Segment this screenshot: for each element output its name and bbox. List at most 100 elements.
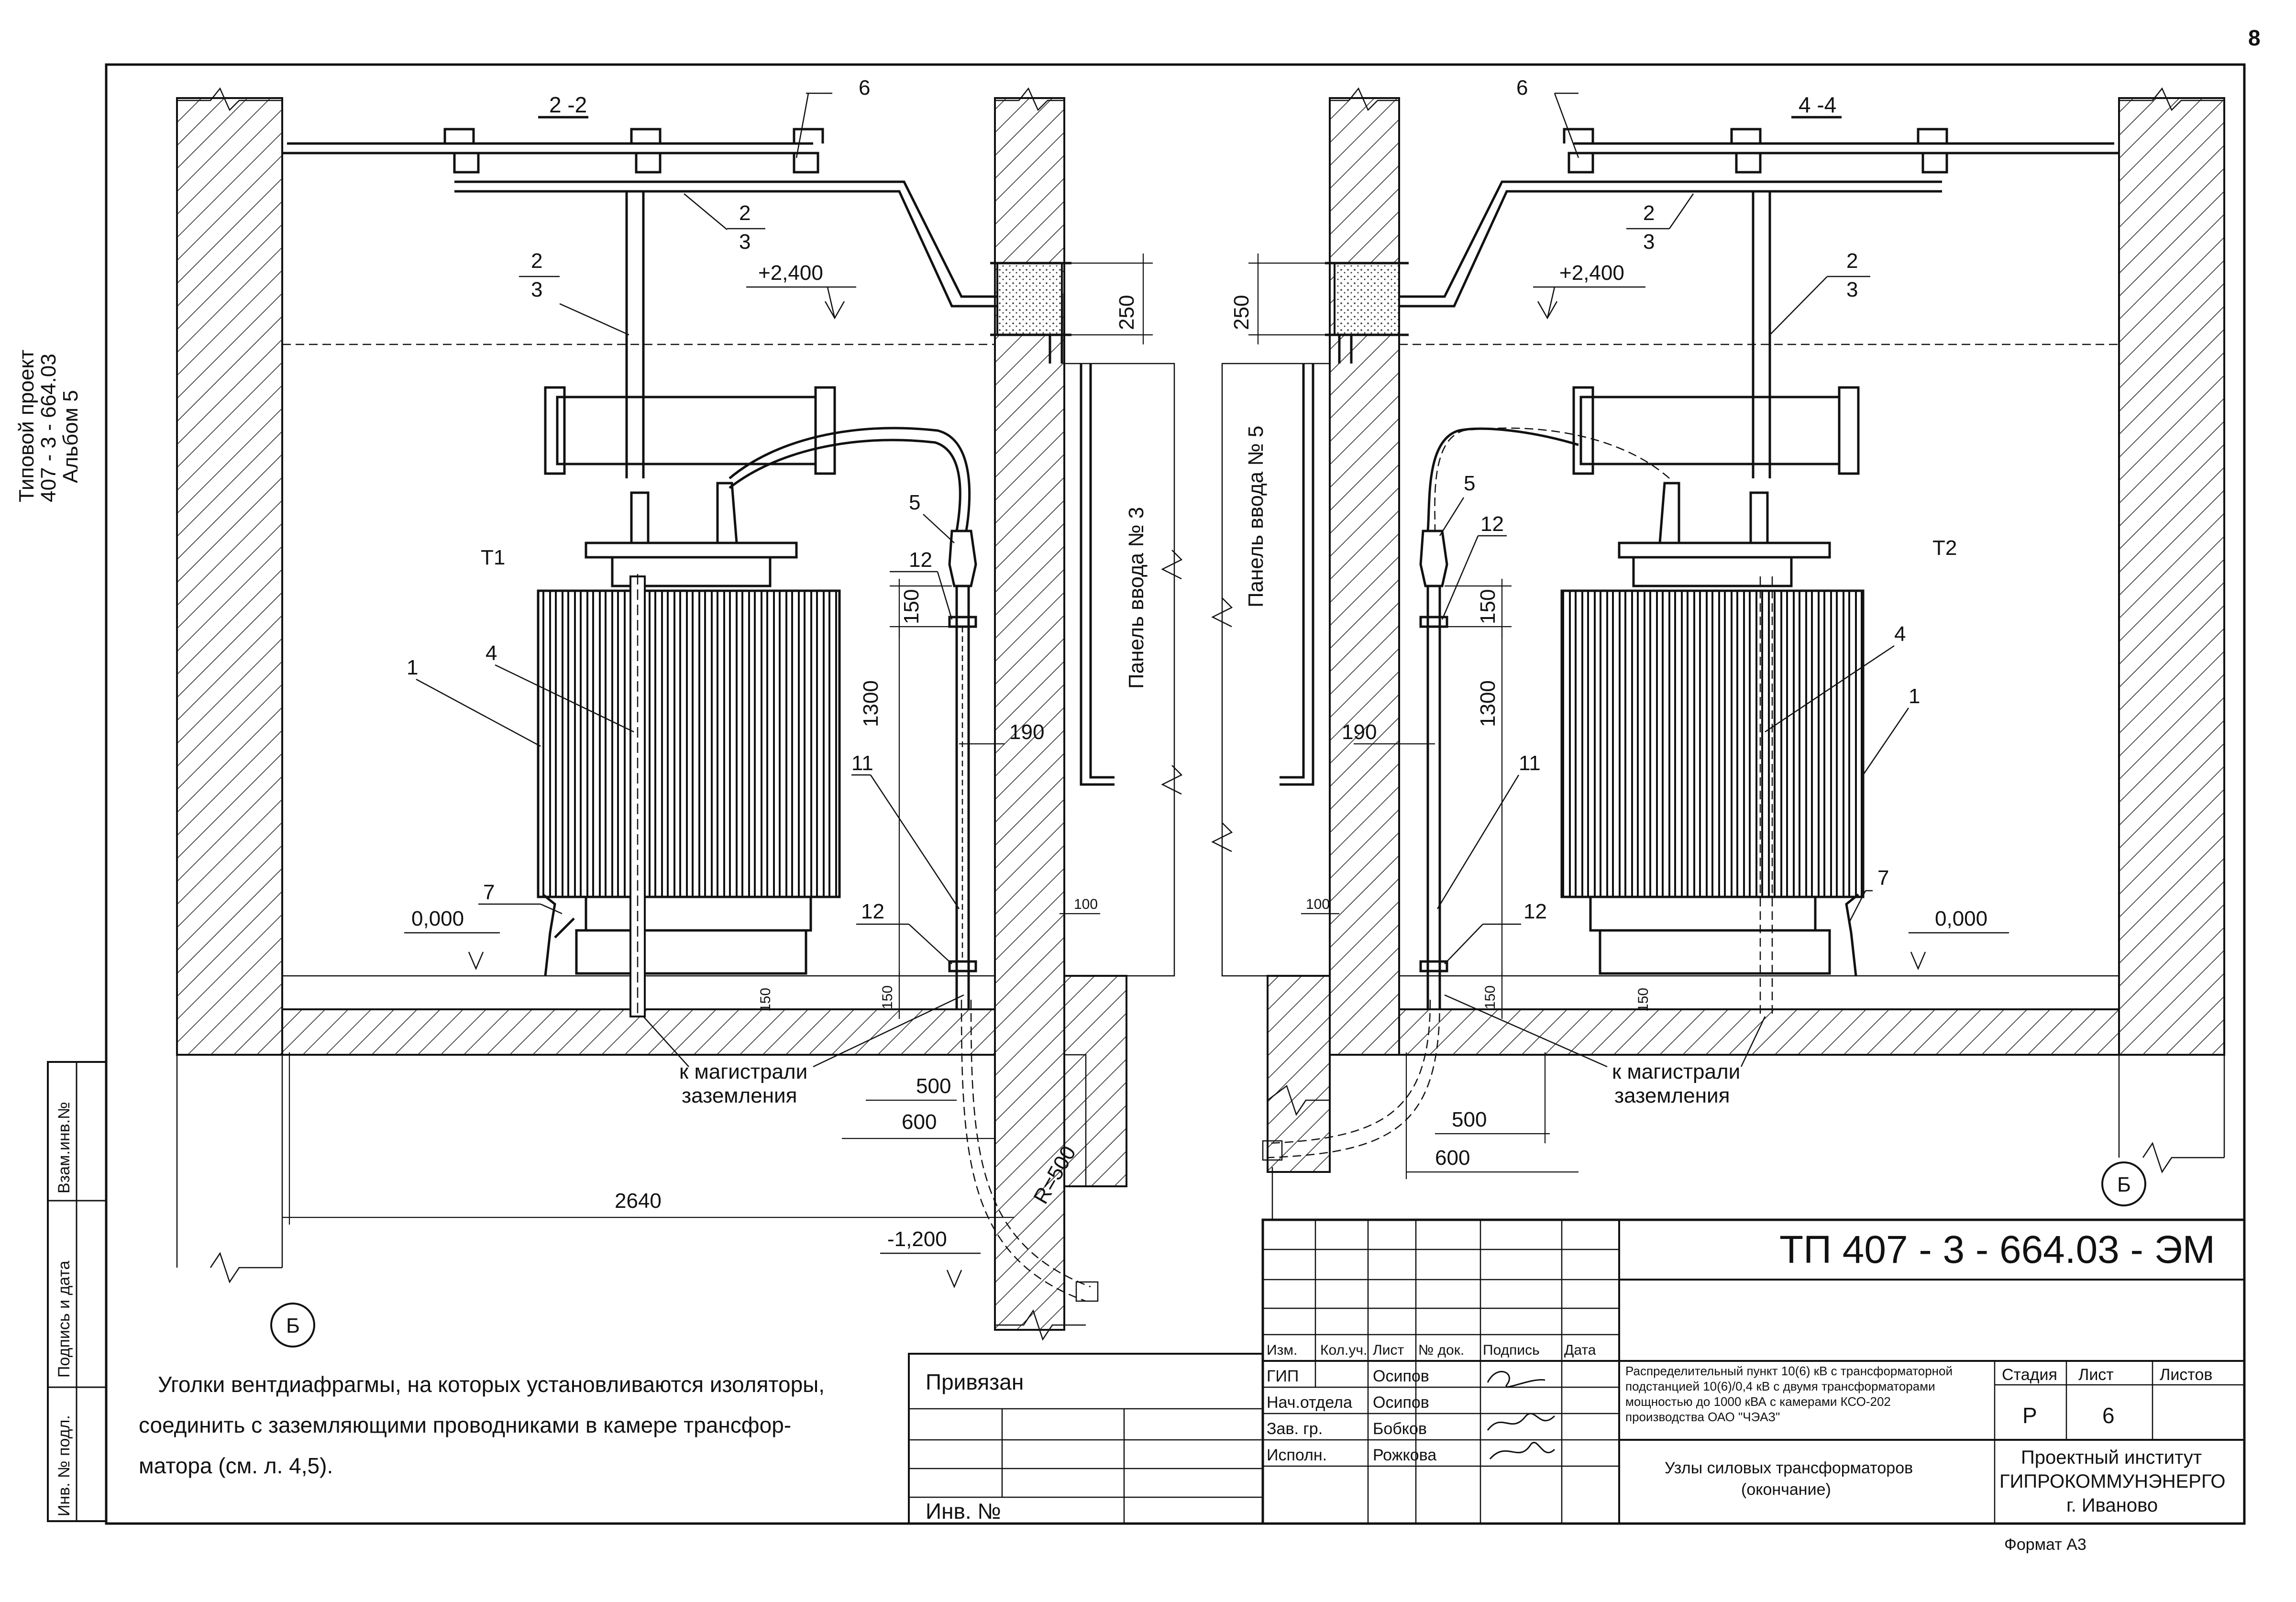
callout-7-left: 7 (483, 881, 495, 904)
level-floor-left: 0,000 (411, 907, 464, 930)
sheet-title-1: Узлы силовых трансформаторов (1665, 1459, 1913, 1477)
desc-line-2: подстанцией 10(6)/0,4 кВ с двумя трансфо… (1625, 1379, 1935, 1393)
callout-12a-right: 12 (1480, 512, 1504, 536)
name-ispoln: Рожкова (1373, 1446, 1436, 1464)
callout-4-right: 4 (1894, 622, 1906, 646)
callout-2b-left: 2 (531, 249, 542, 273)
dim-500-right: 500 (1452, 1108, 1487, 1131)
callout-11-left: 11 (851, 751, 873, 775)
hdr-podpis: Подпись (1483, 1342, 1540, 1358)
sheet-value: 6 (2102, 1403, 2115, 1428)
callout-1-left: 1 (407, 656, 418, 679)
title-block: Привязан Инв. № Изм. Кол.уч. Лист № док.… (908, 1218, 2246, 1525)
org-line-3: г. Иваново (2066, 1495, 2158, 1516)
callout-12a-left: 12 (909, 548, 932, 572)
note-line-2: соединить с заземляющими проводниками в … (139, 1413, 791, 1437)
left-partition-wall (994, 97, 1065, 1331)
section-2-2-label: 2 -2 (549, 92, 587, 117)
strip-podpis: Подпись и дата (55, 1260, 73, 1378)
t2-label: T2 (1932, 536, 1957, 560)
right-wall-penetration (1334, 262, 1400, 336)
section-2-2: Панель ввода № 3 (176, 87, 1183, 1341)
dim-150a-right: 150 (1476, 589, 1500, 624)
org-line-1: Проектный институт (2021, 1447, 2202, 1468)
doc-code: ТП 407 - 3 - 664.03 - ЭМ (1779, 1228, 2215, 1271)
axis-mark-left (270, 1303, 315, 1348)
dim-600-right: 600 (1435, 1146, 1470, 1170)
role-ispoln: Исполн. (1267, 1446, 1327, 1464)
desc-line-3: мощностью до 1000 кВА с камерами КСО-202 (1625, 1394, 1891, 1409)
callout-7-right: 7 (1877, 866, 1889, 890)
callout-12b-right: 12 (1523, 900, 1547, 923)
hdr-izm: Изм. (1267, 1342, 1297, 1358)
sheets-label: Листов (2160, 1366, 2212, 1384)
dim-2640: 2640 (615, 1189, 662, 1213)
dim-100-right: 100 (1306, 896, 1330, 912)
callout-2a-right: 2 (1643, 201, 1655, 225)
strip-inv: Инв. № подл. (55, 1415, 73, 1516)
axis-mark-right-label: Б (2117, 1173, 2131, 1196)
format-label: Формат А3 (2004, 1536, 2086, 1554)
callout-3a-right: 3 (1643, 230, 1655, 254)
callout-2a-left: 2 (739, 201, 751, 225)
strip-vzam: Взам.инв.№ (55, 1102, 73, 1193)
callout-2b-right: 2 (1846, 249, 1858, 273)
right-foundation-block (1267, 975, 1331, 1173)
right-levels: +2,400 0,000 (1533, 261, 2009, 971)
dim-1300-left: 1300 (859, 680, 883, 727)
callout-6-left: 6 (859, 76, 870, 99)
level-bottom-left: -1,200 (887, 1227, 947, 1251)
drawing-frame (105, 63, 2246, 1525)
dim-150c-right: 150 (1635, 988, 1651, 1012)
axis-mark-left-label: Б (286, 1314, 300, 1337)
stage-value: Р (2022, 1403, 2037, 1428)
right-partition-wall (1329, 97, 1400, 1056)
left-vent-grill (282, 128, 824, 155)
panel-3-label: Панель ввода № 3 (1125, 507, 1148, 689)
hdr-kolych: Кол.уч. (1320, 1342, 1367, 1358)
dim-190-right: 190 (1342, 720, 1377, 744)
privyazan-label: Привязан (926, 1370, 1024, 1394)
role-nach: Нач.отдела (1267, 1393, 1352, 1412)
left-wall-penetration (996, 262, 1063, 336)
right-callouts: 6 2 3 2 3 1 4 7 5 12 11 12 (1436, 76, 1920, 964)
section-4-4: Панель ввода № 5 (1211, 87, 2225, 1220)
ground-note-left-2: заземления (682, 1084, 797, 1107)
name-zavgr: Бобков (1373, 1420, 1427, 1438)
callout-12b-left: 12 (861, 900, 884, 923)
right-outer-wall (2118, 97, 2225, 1056)
dim-250-left: 250 (1115, 295, 1138, 330)
name-nach: Осипов (1373, 1393, 1429, 1412)
t2-radiator (1560, 589, 1865, 898)
dim-150c-left: 150 (758, 988, 773, 1012)
section-4-4-label: 4 -4 (1799, 92, 1836, 117)
callout-5-left: 5 (909, 491, 920, 514)
name-gip: Осипов (1373, 1367, 1429, 1385)
level-top-left: +2,400 (758, 261, 823, 285)
dim-190-left: 190 (1009, 720, 1044, 744)
callout-3b-left: 3 (531, 278, 542, 301)
hdr-data: Дата (1564, 1342, 1596, 1358)
left-callouts: 6 2 3 2 3 1 4 7 5 12 11 12 (407, 76, 960, 964)
note-line-1: Уголки вентдиафрагмы, на которых установ… (158, 1372, 825, 1397)
note-line-3: матора (см. л. 4,5). (139, 1453, 333, 1478)
panel-5-label: Панель ввода № 5 (1244, 426, 1268, 608)
dim-1300-right: 1300 (1476, 680, 1500, 727)
page-number: 8 (2248, 25, 2261, 50)
ground-note-left-1: к магистрали (679, 1060, 807, 1083)
dim-150b-right: 150 (1482, 985, 1498, 1009)
sheet-title-2: (окончание) (1741, 1480, 1831, 1499)
right-dimensions: 250 150 1300 190 100 150 150 500 600 (1230, 254, 1651, 1179)
side-stamp-line2: 407 - 3 - 664.03 (37, 354, 60, 502)
callout-3a-left: 3 (739, 230, 751, 254)
hdr-list: Лист (1373, 1342, 1404, 1358)
dim-100-left: 100 (1074, 896, 1098, 912)
org-line-2: ГИПРОКОММУНЭНЕРГО (1999, 1471, 2226, 1492)
transformer-t2 (1560, 386, 1865, 1016)
hdr-ndok: № док. (1418, 1342, 1464, 1358)
ground-note-right-2: заземления (1614, 1084, 1730, 1107)
left-approval-strip: Взам.инв.№ Подпись и дата Инв. № подл. (47, 1061, 107, 1522)
t1-radiator (537, 589, 841, 898)
signatures (1487, 1370, 1556, 1459)
